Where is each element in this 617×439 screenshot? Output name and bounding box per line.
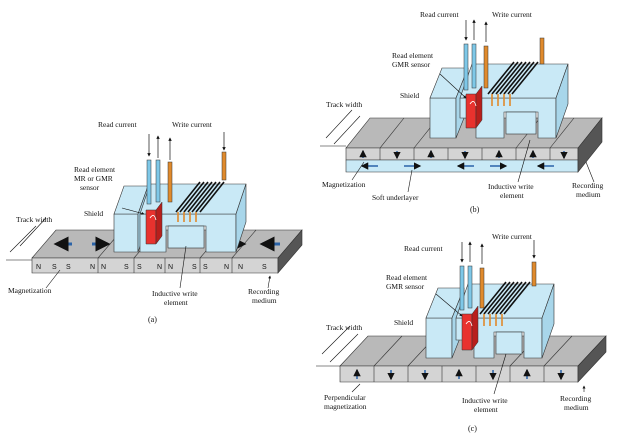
label-magnetization: Perpendicular	[324, 393, 366, 402]
pole-label: S	[66, 264, 71, 271]
pole-label: N	[224, 264, 229, 271]
label-write-current: Write current	[492, 232, 533, 241]
label-recording-medium: Recording	[560, 394, 591, 403]
label-read-element: MR or GMR	[74, 174, 113, 183]
write-wire	[483, 45, 489, 89]
write-wire	[531, 261, 537, 287]
label-recording-medium: medium	[576, 190, 601, 199]
label-shield: Shield	[400, 91, 419, 100]
label-soft-underlayer: Soft underlayer	[372, 193, 419, 202]
head-a	[113, 151, 247, 253]
label-read-element: Read element	[392, 51, 434, 60]
label-inductive-write: Inductive write	[488, 182, 534, 191]
label-inductive-write: element	[164, 298, 189, 307]
pole-label: S	[262, 264, 267, 271]
pole-label: S	[192, 264, 197, 271]
leader-line	[585, 161, 595, 183]
label-magnetization: Magnetization	[322, 180, 366, 189]
pole-label: S	[52, 264, 57, 271]
head-b	[429, 37, 569, 139]
write-coil	[175, 181, 225, 222]
label-shield: Shield	[394, 318, 413, 327]
figure-c: Read current Write current Read element …	[316, 232, 607, 433]
pole-label: S	[137, 264, 142, 271]
leader-line	[45, 269, 61, 289]
pole-label: N	[168, 264, 173, 271]
label-read-element: GMR sensor	[386, 282, 425, 291]
label-magnetization: Magnetization	[8, 286, 52, 295]
pole-labels-a: N S S N N S S N N S S N N S	[36, 264, 267, 271]
leader-line	[351, 161, 365, 181]
head-c	[425, 261, 555, 359]
label-recording-medium: medium	[252, 296, 277, 305]
track-width-bracket	[316, 325, 359, 367]
label-recording-medium: Recording	[248, 287, 279, 296]
caption-b: (b)	[470, 205, 480, 214]
label-read-element: Read element	[74, 165, 116, 174]
leader-line	[435, 293, 463, 317]
label-recording-medium: medium	[564, 403, 589, 412]
leader-line	[407, 169, 413, 193]
pole-label: N	[36, 264, 41, 271]
read-wire	[146, 159, 152, 205]
read-wire	[459, 265, 465, 311]
read-wire	[463, 43, 469, 91]
label-recording-medium: Recording	[572, 181, 603, 190]
label-magnetization: magnetization	[324, 402, 367, 411]
write-wire	[539, 37, 545, 65]
leader-line	[493, 353, 507, 395]
pole-label: N	[90, 264, 95, 271]
label-inductive-write: Inductive write	[462, 396, 508, 405]
write-coil	[479, 281, 531, 326]
label-read-element: Read element	[386, 273, 428, 282]
figure-b: Read current Write current Read element …	[320, 10, 603, 214]
track-width-bracket	[320, 109, 361, 147]
leader-line	[121, 207, 145, 215]
leader-line	[351, 383, 361, 393]
read-wire	[467, 265, 473, 309]
pole-label: S	[124, 264, 129, 271]
label-read-current: Read current	[404, 244, 443, 253]
recording-medium-b	[345, 117, 603, 173]
label-track-width: Track width	[326, 323, 362, 332]
write-wire	[479, 267, 485, 309]
label-inductive-write: element	[500, 191, 525, 200]
read-wire	[471, 43, 477, 89]
label-read-current: Read current	[420, 10, 459, 19]
leader-line	[179, 245, 187, 289]
label-inductive-write: Inductive write	[152, 289, 198, 298]
label-read-current: Read current	[98, 120, 137, 129]
gmr-sensor	[465, 85, 483, 129]
write-coil	[487, 61, 539, 106]
caption-a: (a)	[148, 315, 157, 324]
figure-a: N S S N N S S N N S S N N S	[6, 120, 303, 324]
pole-label: S	[203, 264, 208, 271]
track-width-bracket	[6, 217, 47, 261]
label-read-element: sensor	[80, 183, 100, 192]
label-inductive-write: element	[474, 405, 499, 414]
label-track-width: Track width	[326, 100, 362, 109]
pole-label: N	[238, 264, 243, 271]
write-wire	[167, 161, 173, 203]
caption-c: (c)	[468, 424, 477, 433]
pole-label: N	[157, 264, 162, 271]
label-shield: Shield	[84, 209, 103, 218]
label-write-current: Write current	[492, 10, 533, 19]
gmr-sensor	[461, 305, 479, 351]
write-wire	[221, 151, 227, 181]
leader-line	[517, 139, 531, 183]
label-read-element: GMR sensor	[392, 60, 431, 69]
label-track-width: Track width	[16, 215, 52, 224]
pole-label: N	[101, 264, 106, 271]
leader-line	[267, 275, 272, 289]
gmr-sensor	[145, 201, 163, 245]
read-wire	[155, 159, 161, 203]
label-write-current: Write current	[172, 120, 213, 129]
leader-line	[439, 73, 467, 99]
